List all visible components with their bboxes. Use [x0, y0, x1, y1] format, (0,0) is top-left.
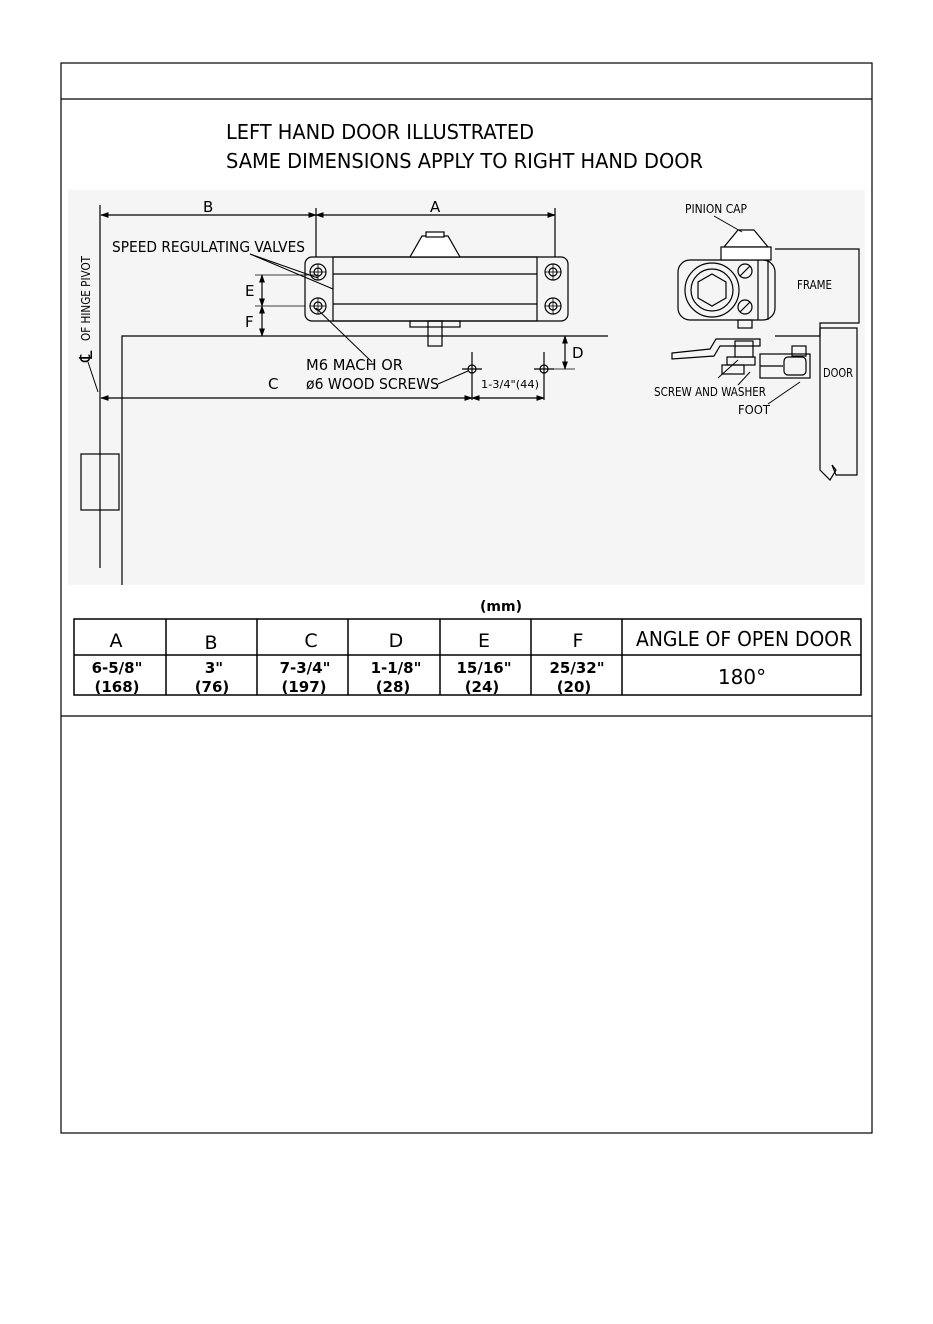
table-mm-values: (168) (76) (197) (28) (24) (20)	[94, 678, 591, 696]
pinion-cap	[408, 235, 462, 258]
dimension-b-label: B	[203, 198, 213, 216]
value-e-inch: 15/16"	[456, 659, 511, 677]
side-view-labels: PINION CAP FRAME DOOR SCREW AND WASHER F…	[654, 202, 853, 417]
screws-label-line-2: ø6 WOOD SCREWS	[306, 375, 439, 393]
main-plan-view	[80, 205, 608, 585]
value-f-inch: 25/32"	[549, 659, 604, 677]
table-headers: A B C D E F ANGLE OF OPEN DOOR	[110, 627, 853, 654]
dimension-a-label: A	[430, 198, 441, 216]
heading-line-2: SAME DIMENSIONS APPLY TO RIGHT HAND DOOR	[226, 149, 703, 173]
value-a-inch: 6-5/8"	[92, 659, 143, 677]
value-a-mm: (168)	[94, 678, 139, 696]
speed-valves-label: SPEED REGULATING VALVES	[112, 238, 305, 256]
door	[819, 327, 858, 481]
header-b: B	[204, 632, 217, 654]
value-angle: 180°	[718, 665, 766, 689]
dimension-d-label: D	[572, 344, 584, 362]
table-unit-label: (mm)	[480, 599, 522, 615]
header-e: E	[478, 630, 490, 652]
value-b-mm: (76)	[195, 678, 230, 696]
value-c-mm: (197)	[281, 678, 326, 696]
spacing-label: 1-3/4"(44)	[481, 378, 539, 391]
value-d-mm: (28)	[376, 678, 411, 696]
heading-line-1: LEFT HAND DOOR ILLUSTRATED	[226, 120, 534, 144]
centerline-symbol: ℄	[76, 350, 97, 363]
hinge	[80, 453, 120, 511]
screw-holes	[309, 263, 562, 315]
header-angle: ANGLE OF OPEN DOOR	[636, 627, 852, 651]
screw-washer-label: SCREW AND WASHER	[654, 385, 766, 399]
dimension-table	[73, 618, 862, 696]
value-c-inch: 7-3/4"	[280, 659, 331, 677]
hinge-pivot-label: OF HINGE PIVOT	[79, 256, 93, 341]
dimension-e-label: E	[245, 282, 254, 300]
pinion-cap-label: PINION CAP	[685, 202, 747, 216]
dimension-f-label: F	[245, 313, 254, 331]
foot-screw-marks	[462, 352, 554, 400]
value-d-inch: 1-1/8"	[371, 659, 422, 677]
sheet-frame	[60, 62, 873, 1134]
header-f: F	[573, 630, 584, 652]
dimension-c-label: C	[268, 375, 278, 393]
main-view-labels: B A SPEED REGULATING VALVES E F C D M6 M…	[76, 198, 584, 393]
frame-label: FRAME	[797, 278, 832, 292]
door-label: DOOR	[823, 366, 853, 380]
value-e-mm: (24)	[465, 678, 500, 696]
header-d: D	[389, 630, 404, 652]
value-b-inch: 3"	[205, 659, 223, 677]
table-inch-values: 6-5/8" 3" 7-3/4" 1-1/8" 15/16" 25/32"	[92, 659, 605, 677]
heading: LEFT HAND DOOR ILLUSTRATED SAME DIMENSIO…	[226, 120, 703, 173]
side-view	[671, 215, 860, 481]
header-c: C	[304, 630, 317, 652]
foot-label: FOOT	[738, 403, 770, 417]
header-a: A	[110, 630, 123, 652]
frame	[775, 248, 860, 337]
screws-label-line-1: M6 MACH OR	[306, 356, 403, 374]
value-f-mm: (20)	[557, 678, 592, 696]
